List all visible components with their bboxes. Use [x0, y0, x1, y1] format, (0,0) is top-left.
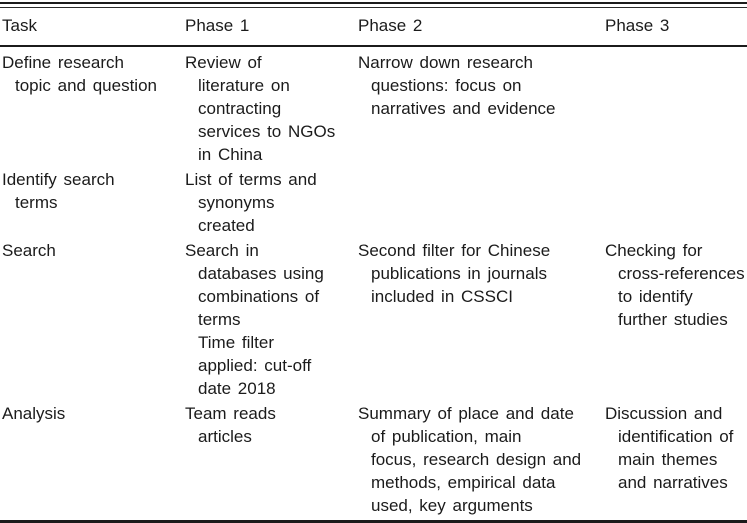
header-cell-phase1: Phase 1 [185, 16, 250, 35]
cell-task: Search [2, 241, 56, 260]
cell-phase2: Second filter for Chinese publications i… [358, 241, 551, 306]
cell-task: Define research topic and question [2, 53, 157, 95]
table-body: Define research topic and question Revie… [0, 47, 747, 517]
table-row: Analysis Team reads articles Summary of … [0, 402, 747, 517]
header-cell-phase2: Phase 2 [358, 16, 423, 35]
header-underline-rule [0, 45, 747, 47]
table-row: Identify search terms List of terms and … [0, 168, 747, 237]
table-row: Search Search in databases using combina… [0, 239, 747, 400]
cell-phase1: Review of literature on contracting serv… [185, 53, 336, 164]
cell-phase2: Narrow down research questions: focus on… [358, 53, 556, 118]
cell-task: Analysis [2, 404, 66, 423]
header-cell-phase3: Phase 3 [605, 16, 670, 35]
cell-phase1: Search in databases using combinations o… [185, 241, 324, 398]
cell-phase3: Discussion and identification of main th… [605, 404, 734, 492]
cell-task: Identify search terms [2, 170, 115, 212]
cell-phase1: List of terms and synonyms created [185, 170, 317, 235]
cell-phase1: Team reads articles [185, 404, 276, 446]
top-double-rule [0, 2, 747, 8]
cell-phase2: Summary of place and date of publication… [358, 404, 582, 515]
bottom-double-rule [0, 520, 747, 523]
table-header-row: Task Phase 1 Phase 2 Phase 3 [0, 8, 747, 45]
cell-phase3: Checking for cross-references to identif… [605, 241, 745, 329]
table-row: Define research topic and question Revie… [0, 51, 747, 166]
header-cell-task: Task [2, 16, 37, 35]
